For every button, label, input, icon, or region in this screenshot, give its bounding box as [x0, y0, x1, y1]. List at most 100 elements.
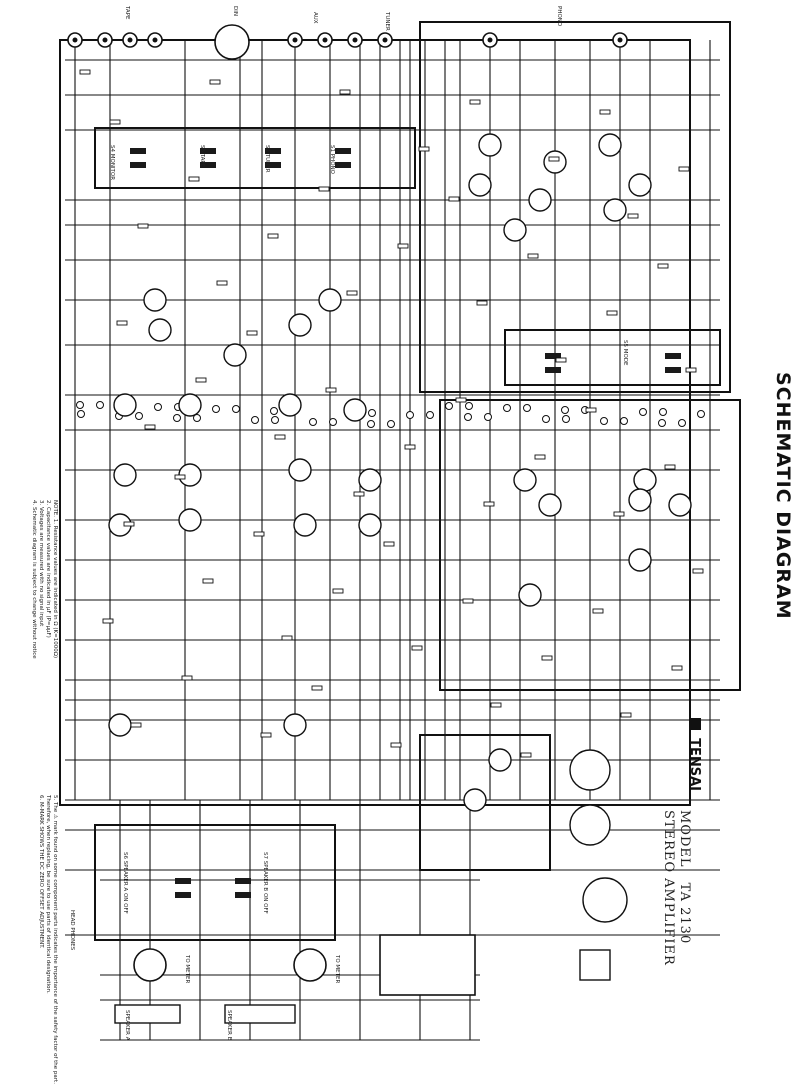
resistor	[325, 387, 337, 393]
resistor	[260, 732, 272, 738]
junction-terminal	[270, 407, 278, 415]
switch-contact	[545, 353, 561, 359]
transistor	[538, 493, 562, 517]
junction-terminal	[639, 408, 647, 416]
input-jack-pin	[617, 37, 623, 43]
model-label: MODEL	[677, 810, 692, 868]
switch-contact	[265, 162, 281, 168]
resistor	[144, 424, 156, 430]
module-frames	[59, 21, 741, 941]
transistor	[543, 150, 567, 174]
note-line: 2. Capacitance values are indicated in μ…	[45, 500, 51, 638]
resistor	[685, 367, 697, 373]
resistor	[390, 742, 402, 748]
resistor	[332, 588, 344, 594]
input-jack-pin	[102, 37, 108, 43]
resistor	[397, 243, 409, 249]
label-s1: S1 PHONO	[329, 145, 335, 174]
resistor	[181, 675, 193, 681]
transistor	[468, 173, 492, 197]
junction-terminal	[173, 414, 181, 422]
transistor	[318, 288, 342, 312]
resistor	[534, 454, 546, 460]
transistor	[293, 513, 317, 537]
model-number: TA 2130	[677, 882, 692, 945]
resistor	[476, 300, 488, 306]
transformer	[379, 934, 476, 996]
brand-name: TENSAI	[687, 738, 702, 791]
transistor	[288, 458, 312, 482]
switch-contact	[235, 878, 251, 884]
switch-contact	[200, 148, 216, 154]
resistor	[404, 444, 416, 450]
plug-illustration	[569, 749, 611, 791]
label-meter-1: TO METER	[184, 955, 190, 984]
jack-layer	[67, 24, 628, 1024]
resistor	[585, 407, 597, 413]
resistor	[592, 608, 604, 614]
meter-icon	[293, 948, 327, 982]
junction-terminal	[620, 417, 628, 425]
junction-terminal	[465, 402, 473, 410]
label-s2: S2 TUNER	[264, 145, 270, 173]
resistor	[188, 176, 200, 182]
diagram-subtitle: STEREO AMPLIFIER	[661, 810, 676, 966]
resistor	[671, 665, 683, 671]
switch-contact	[265, 148, 281, 154]
junction-terminal	[697, 410, 705, 418]
resistor	[116, 320, 128, 326]
junction-terminal	[659, 408, 667, 416]
note-line: NOTE. 1. Resistance values are indicated…	[52, 500, 58, 659]
transistor	[148, 318, 172, 342]
plug-illustration	[582, 877, 628, 923]
transistor	[478, 133, 502, 157]
resistor	[455, 397, 467, 403]
resistor	[339, 89, 351, 95]
switch-contact	[175, 892, 191, 898]
junction-terminal	[562, 415, 570, 423]
notes-right: 5. The ⚠ mark found on some component pa…	[37, 795, 58, 1084]
junction-terminal	[271, 416, 279, 424]
label-speaker-b: SPEAKER B	[226, 1010, 232, 1041]
transistor	[108, 713, 132, 737]
junction-terminal	[193, 414, 201, 422]
resistor	[606, 310, 618, 316]
label-phono: PHONO	[556, 6, 562, 27]
transistor	[633, 468, 657, 492]
transistor	[628, 173, 652, 197]
label-headphones: HEAD PHONES	[69, 910, 75, 951]
switch-contact	[335, 148, 351, 154]
junction-terminal	[406, 411, 414, 419]
resistor	[383, 541, 395, 547]
speaker-terminal	[114, 1004, 181, 1024]
resistor	[311, 685, 323, 691]
resistor	[548, 156, 560, 162]
junction-terminal	[387, 420, 395, 428]
speaker-terminal	[224, 1004, 296, 1024]
junction-terminal	[154, 403, 162, 411]
resistor	[692, 568, 704, 574]
transistor	[668, 493, 692, 517]
junction-terminal	[368, 409, 376, 417]
transistor	[503, 218, 527, 242]
note-line: 5. The ⚠ mark found on some component pa…	[52, 795, 58, 1084]
transistor	[628, 548, 652, 572]
resistor	[174, 474, 186, 480]
module-frame	[59, 39, 691, 806]
junction-terminal	[600, 417, 608, 425]
transistor	[113, 463, 137, 487]
resistor	[620, 712, 632, 718]
label-s5: S5 MODE	[622, 340, 628, 366]
junction-terminal	[329, 418, 337, 426]
junction-terminal	[484, 413, 492, 421]
input-jack-pin	[382, 37, 388, 43]
resistor	[657, 263, 669, 269]
transistor	[463, 788, 487, 812]
label-s6: S6 SPEAKER A ON OFF	[122, 852, 128, 914]
input-jack-pin	[152, 37, 158, 43]
junction-terminal	[426, 411, 434, 419]
transistor	[113, 393, 137, 417]
plug-illustration	[569, 804, 611, 846]
resistor	[418, 146, 430, 152]
